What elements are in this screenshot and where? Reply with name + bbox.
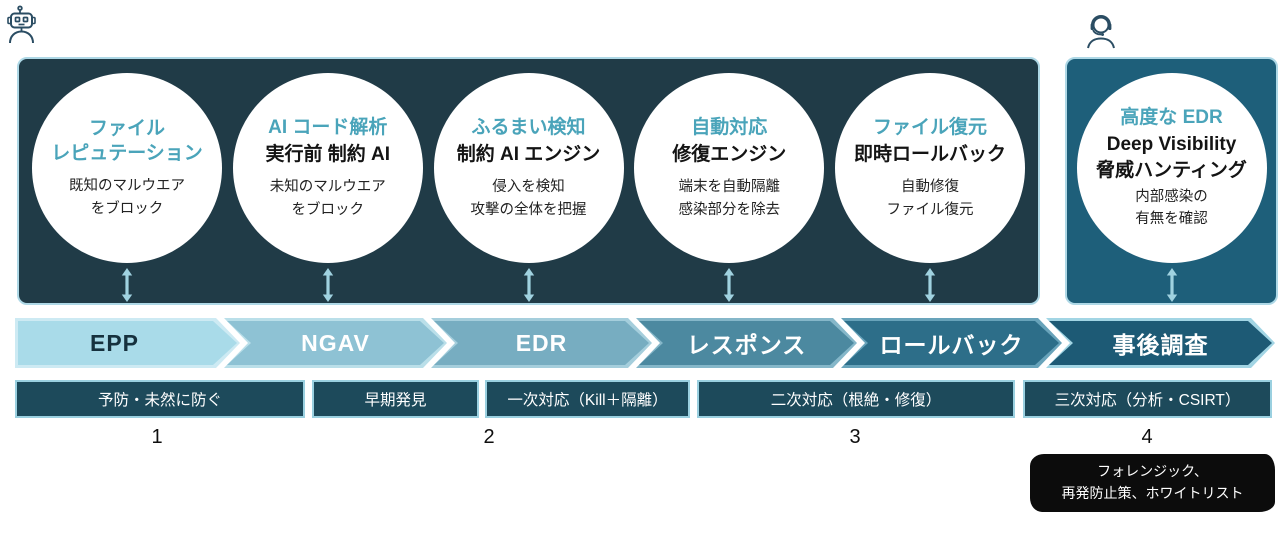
stage-body xyxy=(434,321,649,365)
double-arrow-icon xyxy=(523,268,534,302)
double-arrow-icon xyxy=(924,268,936,302)
module-subtitle: 制約 AI エンジン xyxy=(456,144,601,166)
module-title: ふるまい検知 xyxy=(471,116,586,138)
double-arrow-icon xyxy=(322,268,333,302)
module-ai-code-analysis: AI コード解析 実行前 制約 AI 未知のマルウエア をブロック xyxy=(232,73,424,303)
module-circle: 自動対応 修復エンジン 端末を自動隔離 感染部分を除去 xyxy=(634,73,825,263)
module-circle: 高度な EDR Deep Visibility 脅威ハンティング 内部感染の 有… xyxy=(1076,73,1267,263)
module-circle: ふるまい検知 制約 AI エンジン 侵入を検知 攻撃の全体を把握 xyxy=(433,73,624,263)
module-circle: ファイル復元 即時ロールバック 自動修復 ファイル復元 xyxy=(835,73,1025,263)
stage-ngav: NGAV xyxy=(224,318,447,368)
stage-label: 事後調査 xyxy=(1112,332,1209,358)
double-arrow-icon xyxy=(121,268,133,302)
module-subtitle: 即時ロールバック xyxy=(853,144,1006,166)
module-subtitle: Deep Visibility 脅威ハンティング xyxy=(1096,134,1247,181)
stage-body xyxy=(844,321,1059,365)
forensics-note: フォレンジック、 再発防止策、ホワイトリスト xyxy=(1030,454,1275,513)
stage-label: NGAV xyxy=(301,329,370,356)
stage-body xyxy=(227,321,444,365)
phase-second-response: 二次対応（根絶・修復） xyxy=(697,380,1015,418)
stage-response: レスポンス xyxy=(636,318,857,368)
module-title: AI コード解析 xyxy=(268,116,388,138)
module-file-reputation: ファイル レピュテーション 既知のマルウエア をブロック xyxy=(31,73,223,303)
support-agent-icon xyxy=(1087,15,1115,49)
phase-early-detection: 早期発見 xyxy=(312,380,479,418)
step-number-1: 1 xyxy=(151,426,163,448)
stage-epp: EPP xyxy=(15,318,240,368)
module-desc: 自動修復 ファイル復元 xyxy=(886,179,974,218)
automated-protection-box: ファイル レピュテーション 既知のマルウエア をブロック AI コード解析 実行… xyxy=(17,57,1040,305)
stage-label: レスポンス xyxy=(686,332,807,358)
phase-prevention: 予防・未然に防ぐ xyxy=(15,380,305,418)
stage-edr: EDR xyxy=(431,318,652,368)
module-title: ファイル復元 xyxy=(872,116,987,138)
step-number-3: 3 xyxy=(849,426,861,448)
double-arrow-icon xyxy=(724,268,735,302)
stage-rollback: ロールバック xyxy=(841,318,1062,368)
module-behavior-detection: ふるまい検知 制約 AI エンジン 侵入を検知 攻撃の全体を把握 xyxy=(433,73,625,303)
phase-first-response: 一次対応（Kill＋隔離） xyxy=(485,380,690,418)
module-subtitle: 修復エンジン xyxy=(672,144,787,166)
module-desc: 端末を自動隔離 感染部分を除去 xyxy=(678,179,781,218)
stage-body xyxy=(1049,321,1272,365)
advanced-edr-box: 高度な EDR Deep Visibility 脅威ハンティング 内部感染の 有… xyxy=(1065,57,1278,305)
module-subtitle: 実行前 制約 AI xyxy=(265,144,391,166)
module-desc: 侵入を検知 攻撃の全体を把握 xyxy=(470,179,587,218)
step-number-2: 2 xyxy=(483,426,495,448)
module-title: 高度な EDR xyxy=(1120,107,1223,129)
module-title: ファイル レピュテーション xyxy=(51,117,203,165)
stage-label: EDR xyxy=(515,329,568,356)
module-auto-response: 自動対応 修復エンジン 端末を自動隔離 感染部分を除去 xyxy=(633,73,825,303)
step-number-4: 4 xyxy=(1141,426,1153,448)
stage-label: EPP xyxy=(89,329,140,356)
stage-post-investigation: 事後調査 xyxy=(1046,318,1275,368)
module-circle: ファイル レピュテーション 既知のマルウエア をブロック xyxy=(32,73,222,263)
stage-label: ロールバック xyxy=(879,332,1024,358)
module-title: 自動対応 xyxy=(691,116,768,138)
stage-body xyxy=(639,321,854,365)
module-desc: 既知のマルウエア をブロック xyxy=(69,178,185,217)
double-arrow-icon xyxy=(1166,268,1177,302)
module-desc: 未知のマルウエア をブロック xyxy=(269,179,386,218)
module-advanced-edr: 高度な EDR Deep Visibility 脅威ハンティング 内部感染の 有… xyxy=(1076,73,1268,303)
phase-third-response: 三次対応（分析・CSIRT） xyxy=(1023,380,1272,418)
module-desc: 内部感染の 有無を確認 xyxy=(1135,188,1208,228)
robot-icon xyxy=(7,5,36,44)
stage-body xyxy=(18,321,237,365)
module-circle: AI コード解析 実行前 制約 AI 未知のマルウエア をブロック xyxy=(232,73,423,263)
module-file-restore: ファイル復元 即時ロールバック 自動修復 ファイル復元 xyxy=(834,73,1026,303)
